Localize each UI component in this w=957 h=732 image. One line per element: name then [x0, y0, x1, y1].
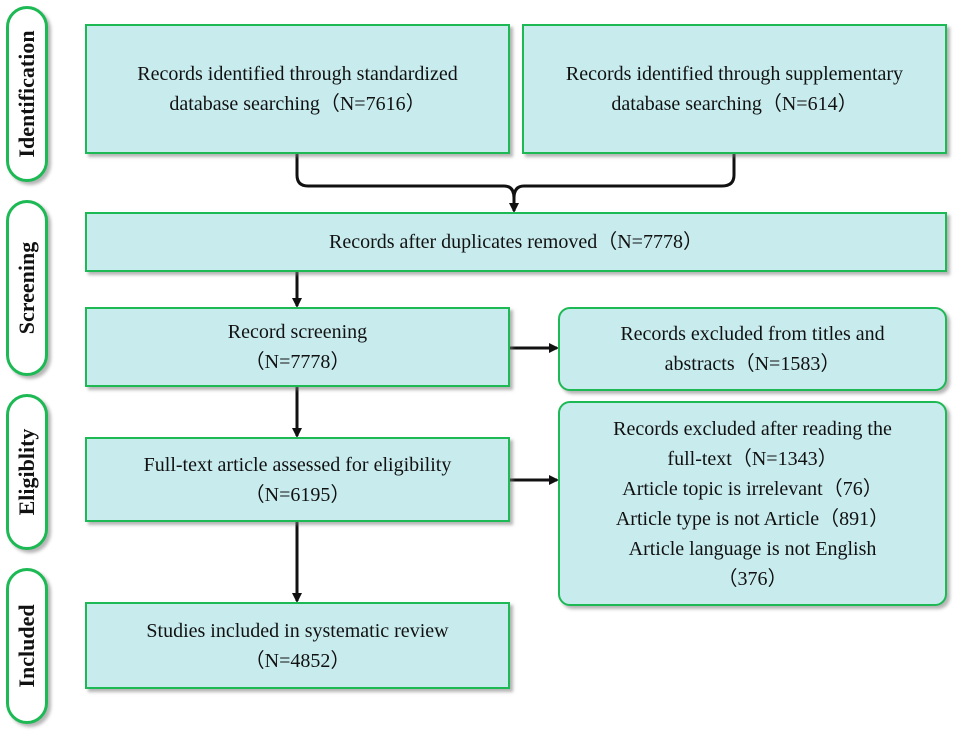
box-full-text-line1: Full-text article assessed for eligibili…	[143, 453, 452, 476]
stage-identification: Identification	[6, 6, 48, 182]
box-duplicates-line1: Records after duplicates removed（N=7778）	[329, 231, 703, 253]
box-excluded-full-text-line5: Article language is not English	[628, 537, 877, 560]
box-excluded-full-text-line1: Records excluded after reading the	[613, 417, 892, 440]
box-standardized-line1: Records identified through standardized	[137, 63, 458, 85]
box-included-line1: Studies included in systematic review	[146, 619, 449, 642]
box-excluded-titles: Records excluded from titles and abstrac…	[558, 307, 947, 391]
box-supplementary-line2: database searching（N=614）	[611, 93, 858, 115]
box-excluded-full-text-line3: Article topic is irrelevant（76）	[622, 477, 883, 500]
box-record-screening-line1: Record screening	[227, 321, 368, 343]
box-record-screening: Record screening （N=7778）	[85, 307, 510, 387]
box-full-text-line2: （N=6195）	[244, 483, 351, 506]
box-excluded-full-text-line6: （376）	[717, 567, 788, 590]
box-included-studies: Studies included in systematic review （N…	[85, 602, 510, 689]
stage-included: Included	[6, 568, 48, 724]
box-excluded-full-text-line2: full-text（N=1343）	[667, 447, 838, 470]
box-full-text-assessed: Full-text article assessed for eligibili…	[85, 437, 510, 522]
box-supplementary-search: Records identified through supplementary…	[522, 24, 947, 154]
box-excluded-full-text: Records excluded after reading the full-…	[558, 401, 947, 606]
box-excluded-titles-line2: abstracts（N=1583）	[664, 353, 841, 375]
box-included-line2: （N=4852）	[244, 649, 351, 672]
stage-eligibility: Eligiblity	[6, 394, 48, 550]
box-supplementary-line1: Records identified through supplementary	[565, 63, 904, 85]
box-record-screening-line2: （N=7778）	[244, 351, 351, 373]
box-excluded-full-text-line4: Article type is not Article（891）	[615, 507, 890, 530]
box-excluded-titles-line1: Records excluded from titles and	[620, 323, 885, 345]
stage-screening: Screening	[6, 200, 48, 376]
box-standardized-line2: database searching（N=7616）	[169, 93, 426, 115]
box-duplicates-removed: Records after duplicates removed（N=7778）	[85, 212, 947, 272]
box-standardized-search: Records identified through standardized …	[85, 24, 510, 154]
